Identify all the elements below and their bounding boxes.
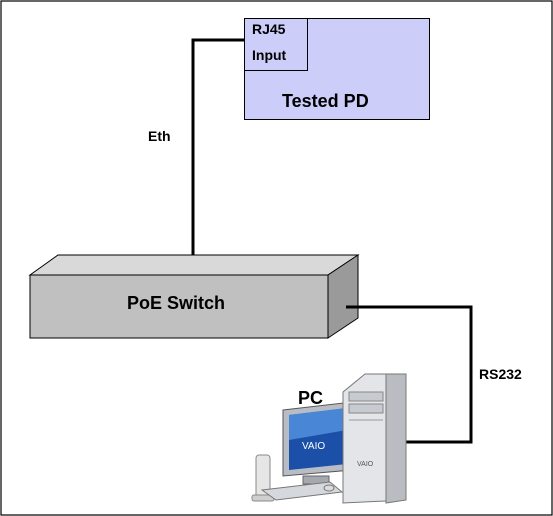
switch-front-face [29, 274, 329, 339]
poe-switch [28, 254, 360, 339]
eth-cable [191, 38, 244, 268]
rj45-label: RJ45 [252, 21, 286, 37]
eth-link-label: Eth [148, 128, 171, 144]
input-label: Input [252, 47, 287, 63]
mouse-icon [323, 484, 335, 492]
tower-icon: VAIO [342, 373, 407, 504]
rs232-cable [346, 305, 473, 444]
tested-pd-title: Tested PD [282, 91, 369, 111]
keyboard-icon [260, 481, 344, 501]
poe-switch-label: PoE Switch [127, 293, 226, 313]
pc-label: PC [298, 388, 324, 408]
rj45-input-port [244, 18, 308, 71]
switch-top-face [28, 254, 360, 276]
svg-text:VAIO: VAIO [302, 441, 325, 452]
rs232-link-label: RS232 [479, 366, 522, 382]
pc-illustration: VAIO VAIO [251, 373, 407, 504]
monitor-icon: VAIO [282, 401, 353, 485]
svg-text:VAIO: VAIO [357, 461, 374, 468]
